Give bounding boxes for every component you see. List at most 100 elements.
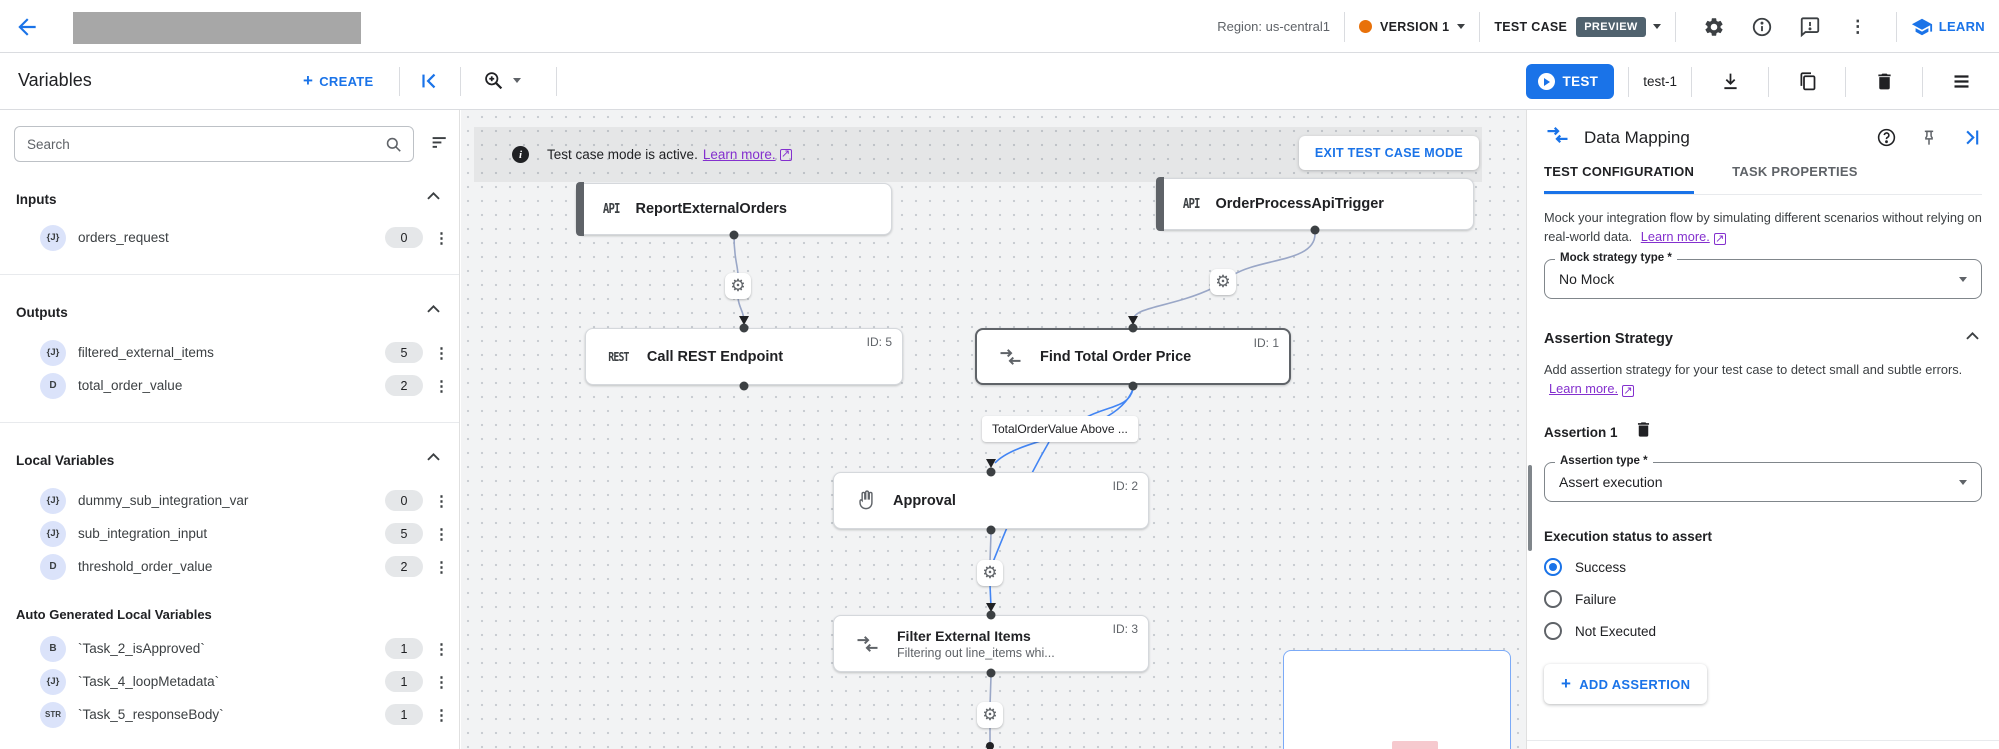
radio-success[interactable]: Success <box>1544 558 1982 577</box>
collapse-sidebar-icon[interactable] <box>418 70 440 97</box>
search-input[interactable] <box>27 136 384 152</box>
tab-task-properties[interactable]: TASK PROPERTIES <box>1732 164 1858 179</box>
row-kebab-icon[interactable]: ⋮ <box>434 377 449 395</box>
dense-menu-icon[interactable] <box>1948 69 1974 95</box>
task-node-filter-external-items[interactable]: Filter External Items Filtering out line… <box>833 615 1149 672</box>
task-node-approval[interactable]: Approval ID: 2 <box>833 472 1149 529</box>
version-selector[interactable]: VERSION 1 <box>1358 20 1466 34</box>
edge-settings-gear-icon[interactable]: ⚙ <box>1210 269 1236 295</box>
edge-settings-gear-icon[interactable]: ⚙ <box>977 560 1003 586</box>
preview-badge: PREVIEW <box>1576 16 1646 37</box>
mock-strategy-select[interactable]: Mock strategy type * No Mock <box>1544 252 1982 300</box>
version-status-dot <box>1358 20 1372 33</box>
banner-text: Test case mode is active. <box>547 147 698 162</box>
chevron-up-icon[interactable] <box>424 300 443 324</box>
test-case-label: TEST CASE <box>1494 19 1568 34</box>
radio-button[interactable] <box>1544 622 1562 641</box>
api-trigger-icon: API <box>1182 196 1201 212</box>
info-icon[interactable] <box>1749 14 1775 40</box>
pin-icon[interactable] <box>1919 128 1939 148</box>
assertion-strategy-header: Assertion Strategy <box>1544 327 1982 351</box>
settings-gear-icon[interactable] <box>1701 14 1727 40</box>
chevron-up-icon[interactable] <box>1963 327 1982 351</box>
help-icon[interactable] <box>1876 127 1897 148</box>
variable-row[interactable]: {J} orders_request 0 ⋮ <box>0 221 459 254</box>
row-kebab-icon[interactable]: ⋮ <box>434 640 449 658</box>
tab-test-configuration[interactable]: TEST CONFIGURATION <box>1544 164 1695 194</box>
add-assertion-button[interactable]: + ADD ASSERTION <box>1544 664 1708 705</box>
panel-scrollbar[interactable] <box>1528 465 1532 551</box>
flow-canvas[interactable]: i Test case mode is active. Learn more. … <box>461 110 1526 749</box>
more-options-kebab-icon[interactable]: ⋮ <box>1849 16 1867 36</box>
assertion-description: Add assertion strategy for your test cas… <box>1544 362 1963 398</box>
page-title: Variables <box>18 70 92 90</box>
chevron-up-icon[interactable] <box>424 448 443 472</box>
learn-button[interactable]: LEARN <box>1911 16 1985 38</box>
edge-condition-label[interactable]: TotalOrderValue Above ... <box>982 416 1138 442</box>
edge-settings-gear-icon[interactable]: ⚙ <box>725 273 751 299</box>
copy-icon[interactable] <box>1794 69 1820 95</box>
create-variable-button[interactable]: + CREATE <box>303 71 374 90</box>
divider <box>1691 66 1692 97</box>
row-kebab-icon[interactable]: ⋮ <box>434 706 449 724</box>
test-mode-banner: i Test case mode is active. Learn more. … <box>474 127 1482 182</box>
close-panel-icon[interactable] <box>1961 127 1982 148</box>
type-badge-json: {J} <box>40 487 66 514</box>
external-link-icon: ↗ <box>779 148 792 161</box>
exit-test-case-mode-button[interactable]: EXIT TEST CASE MODE <box>1298 136 1479 170</box>
learn-more-link[interactable]: Learn more. <box>1549 380 1618 396</box>
zoom-control[interactable] <box>483 70 521 91</box>
feedback-icon[interactable] <box>1797 14 1823 40</box>
row-kebab-icon[interactable]: ⋮ <box>434 492 449 510</box>
data-mapping-icon <box>1544 125 1571 150</box>
region-label: Region: us-central1 <box>1217 19 1330 34</box>
variable-row[interactable]: {J} `Task_4_loopMetadata` 1 ⋮ <box>0 665 459 698</box>
chevron-down-icon[interactable] <box>1652 24 1661 29</box>
variable-row[interactable]: B `Task_2_isApproved` 1 ⋮ <box>0 632 459 665</box>
radio-button[interactable] <box>1544 590 1562 609</box>
test-case-name: test-1 <box>1643 74 1677 89</box>
variable-row[interactable]: STR `Task_5_responseBody` 1 ⋮ <box>0 698 459 731</box>
canvas-note-box[interactable] <box>1283 650 1511 749</box>
radio-failure[interactable]: Failure <box>1544 590 1982 609</box>
divider <box>1768 66 1769 97</box>
search-icon <box>386 137 401 152</box>
row-kebab-icon[interactable]: ⋮ <box>434 558 449 576</box>
usage-count-badge: 1 <box>385 671 423 692</box>
delete-icon[interactable] <box>1871 69 1897 95</box>
radio-button-selected[interactable] <box>1544 558 1562 577</box>
learn-more-link[interactable]: Learn more. <box>702 147 776 162</box>
trigger-node-order-process-api-trigger[interactable]: API OrderProcessApiTrigger <box>1156 177 1474 231</box>
usage-count-badge: 5 <box>385 342 423 363</box>
row-kebab-icon[interactable]: ⋮ <box>434 673 449 691</box>
assertion-type-select[interactable]: Assertion type * Assert execution <box>1544 455 1982 503</box>
back-arrow-icon[interactable] <box>14 14 40 40</box>
trigger-node-report-external-orders[interactable]: API ReportExternalOrders <box>576 182 892 236</box>
learn-more-link[interactable]: Learn more. <box>1640 228 1710 244</box>
divider <box>0 274 459 275</box>
section-header-inputs: Inputs <box>16 187 443 211</box>
row-kebab-icon[interactable]: ⋮ <box>434 525 449 543</box>
divider <box>1845 66 1846 97</box>
test-button[interactable]: TEST <box>1525 64 1615 99</box>
chevron-up-icon[interactable] <box>424 187 443 211</box>
row-kebab-icon[interactable]: ⋮ <box>434 229 449 247</box>
variable-row[interactable]: D threshold_order_value 2 ⋮ <box>0 550 459 583</box>
delete-assertion-icon[interactable] <box>1634 420 1653 444</box>
radio-not-executed[interactable]: Not Executed <box>1544 622 1982 641</box>
sort-filter-icon[interactable] <box>430 131 451 157</box>
section-header-outputs: Outputs <box>16 300 443 324</box>
variable-row[interactable]: {J} filtered_external_items 5 ⋮ <box>0 336 459 369</box>
row-kebab-icon[interactable]: ⋮ <box>434 344 449 362</box>
search-box[interactable] <box>14 126 414 162</box>
plus-icon: + <box>1561 674 1572 694</box>
variable-row[interactable]: {J} sub_integration_input 5 ⋮ <box>0 517 459 550</box>
task-node-call-rest-endpoint[interactable]: REST Call REST Endpoint ID: 5 <box>585 328 903 385</box>
variable-row[interactable]: D total_order_value 2 ⋮ <box>0 369 459 402</box>
edge-settings-gear-icon[interactable]: ⚙ <box>977 702 1003 728</box>
variable-row[interactable]: {J} dummy_sub_integration_var 0 ⋮ <box>0 484 459 517</box>
divider <box>1343 11 1345 42</box>
task-node-find-total-order-price[interactable]: Find Total Order Price ID: 1 <box>975 328 1291 385</box>
divider <box>0 422 459 423</box>
download-icon[interactable] <box>1717 69 1743 95</box>
